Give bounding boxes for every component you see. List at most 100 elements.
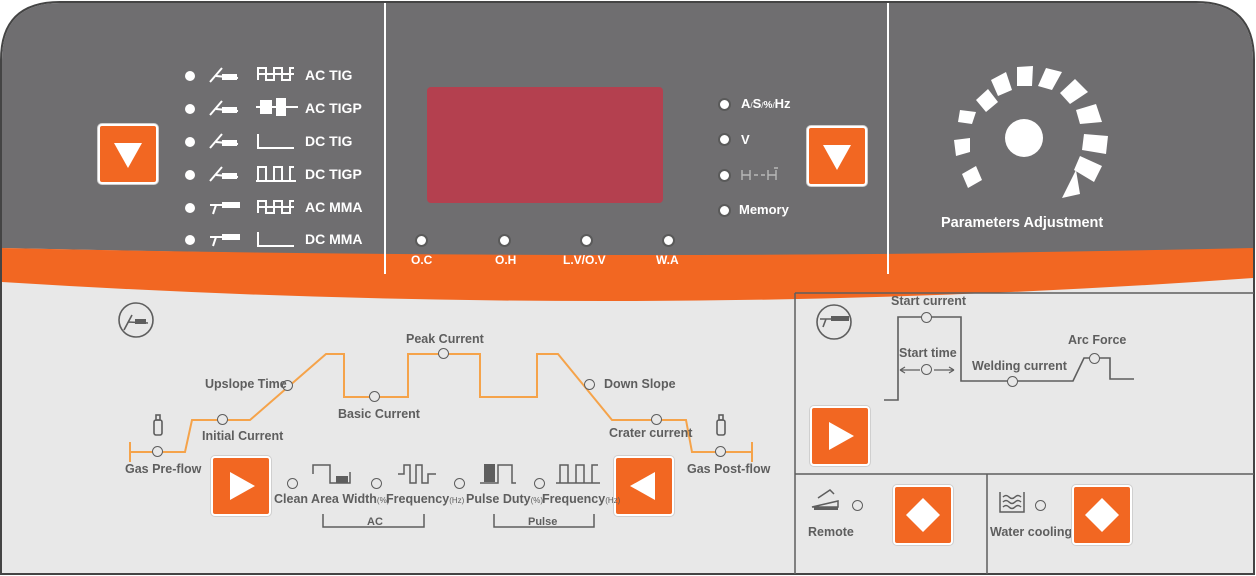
label-start-time: Start time — [899, 346, 957, 360]
triangle-right-icon — [230, 472, 255, 500]
gas-bottle-icon — [153, 414, 163, 436]
mode-led-dc-tigp — [185, 170, 195, 180]
clean-area-wave-icon — [312, 464, 351, 484]
stick-electrode-icon — [210, 234, 240, 247]
ac-group-bracket — [322, 514, 425, 528]
sequence-trigger-icon — [741, 167, 778, 180]
triangle-down-icon — [823, 145, 851, 170]
label-pulse-group: Pulse — [528, 516, 558, 528]
label-initial-current: Initial Current — [202, 429, 284, 443]
dc-pulse-wave-icon — [256, 166, 296, 182]
label-upslope-time: Upslope Time — [205, 377, 287, 391]
unit-label-amps: A/S/%/Hz — [741, 96, 791, 111]
triangle-right-icon — [829, 422, 854, 450]
label-remote: Remote — [808, 525, 854, 539]
ring-basic-current — [369, 391, 380, 402]
unit-hz: Hz — [774, 96, 791, 111]
label-down-slope: Down Slope — [604, 377, 676, 391]
ac-square-wave-icon — [257, 67, 294, 81]
mode-label-dc-mma: DC MMA — [305, 231, 363, 247]
unit-led-sequence — [718, 169, 731, 182]
dc-step-wave-icon — [257, 134, 294, 149]
ring-clean-area-width — [287, 478, 298, 489]
label-pulse-duty: Pulse Duty(%) — [466, 492, 544, 506]
unit-led-amps — [718, 98, 731, 111]
tig-torch-icon — [209, 133, 239, 149]
ring-start-current — [921, 312, 932, 323]
tig-torch-circle-icon — [118, 302, 154, 338]
unit-led-volts — [718, 133, 731, 146]
remote-toggle-button[interactable] — [893, 485, 953, 545]
label-peak-current: Peak Current — [406, 332, 484, 346]
mode-label-ac-tig: AC TIG — [305, 67, 353, 83]
alarm-led-oh — [498, 234, 511, 247]
pulse-frequency-wave-icon — [556, 464, 600, 484]
stick-electrode-icon — [210, 202, 240, 215]
remote-pedal-icon — [811, 489, 839, 510]
tig-torch-icon — [209, 166, 239, 182]
pulse-duty-wave-icon — [480, 464, 516, 484]
label-crater-current: Crater current — [609, 426, 693, 440]
ring-gas-postflow — [715, 446, 726, 457]
mode-led-ac-mma — [185, 203, 195, 213]
water-cooling-toggle-button[interactable] — [1072, 485, 1132, 545]
mode-select-button[interactable] — [98, 124, 158, 184]
alarm-led-wa — [662, 234, 675, 247]
unit-a: A — [741, 96, 751, 111]
mode-label-ac-mma: AC MMA — [305, 199, 363, 215]
ring-upslope-time — [282, 380, 293, 391]
ring-pulse-frequency — [534, 478, 545, 489]
label-ac-frequency: Frequency(Hz) — [386, 492, 465, 506]
tig-torch-icon — [209, 100, 239, 116]
water-cooling-icon — [999, 492, 1025, 513]
mode-led-ac-tig — [185, 71, 195, 81]
knob-label: Parameters Adjustment — [941, 215, 1104, 231]
mode-label-ac-tigp: AC TIGP — [305, 100, 362, 116]
unit-pct: % — [763, 100, 773, 111]
diamond-icon — [1085, 498, 1119, 532]
ac-pulse-wave-icon — [256, 98, 298, 116]
label-pulse-frequency: Frequency(Hz) — [542, 492, 621, 506]
ring-remote — [852, 500, 863, 511]
mma-next-button[interactable] — [810, 406, 870, 466]
ring-initial-current — [217, 414, 228, 425]
label-arc-force: Arc Force — [1068, 333, 1127, 347]
alarm-led-lv-ov — [580, 234, 593, 247]
ring-peak-current — [438, 348, 449, 359]
alarm-label-oh: O.H — [495, 253, 517, 267]
triangle-down-icon — [114, 143, 142, 168]
alarm-label-wa: W.A — [656, 253, 679, 267]
ring-ac-frequency — [371, 478, 382, 489]
diamond-icon — [906, 498, 940, 532]
sequence-next-button[interactable] — [211, 456, 271, 516]
gas-bottle-icon — [716, 414, 726, 436]
mode-label-dc-tig: DC TIG — [305, 133, 353, 149]
sequence-prev-button[interactable] — [614, 456, 674, 516]
mode-led-ac-tigp — [185, 104, 195, 114]
label-gas-preflow: Gas Pre-flow — [125, 462, 202, 476]
unit-led-memory — [718, 204, 731, 217]
parameter-select-button[interactable] — [807, 126, 867, 186]
ac-frequency-wave-icon — [398, 464, 436, 484]
alarm-led-oc — [415, 234, 428, 247]
tig-torch-icon — [209, 67, 239, 83]
ring-crater-current — [651, 414, 662, 425]
label-gas-postflow: Gas Post-flow — [687, 462, 771, 476]
mode-led-dc-mma — [185, 235, 195, 245]
digital-display — [427, 87, 663, 203]
label-start-current: Start current — [891, 294, 967, 308]
alarm-label-lv-ov: L.V/O.V — [563, 253, 606, 267]
label-ac-group: AC — [367, 516, 383, 528]
unit-label-volts: V — [741, 132, 750, 147]
alarm-label-oc: O.C — [411, 253, 433, 267]
ac-square-wave-icon — [257, 200, 294, 214]
adjustment-knob-icon — [954, 66, 1108, 198]
ring-welding-current — [1007, 376, 1018, 387]
ring-start-time — [921, 364, 932, 375]
ring-gas-preflow — [152, 446, 163, 457]
label-basic-current: Basic Current — [338, 407, 420, 421]
parameters-knob[interactable] — [952, 62, 1114, 202]
triangle-left-icon — [630, 472, 655, 500]
